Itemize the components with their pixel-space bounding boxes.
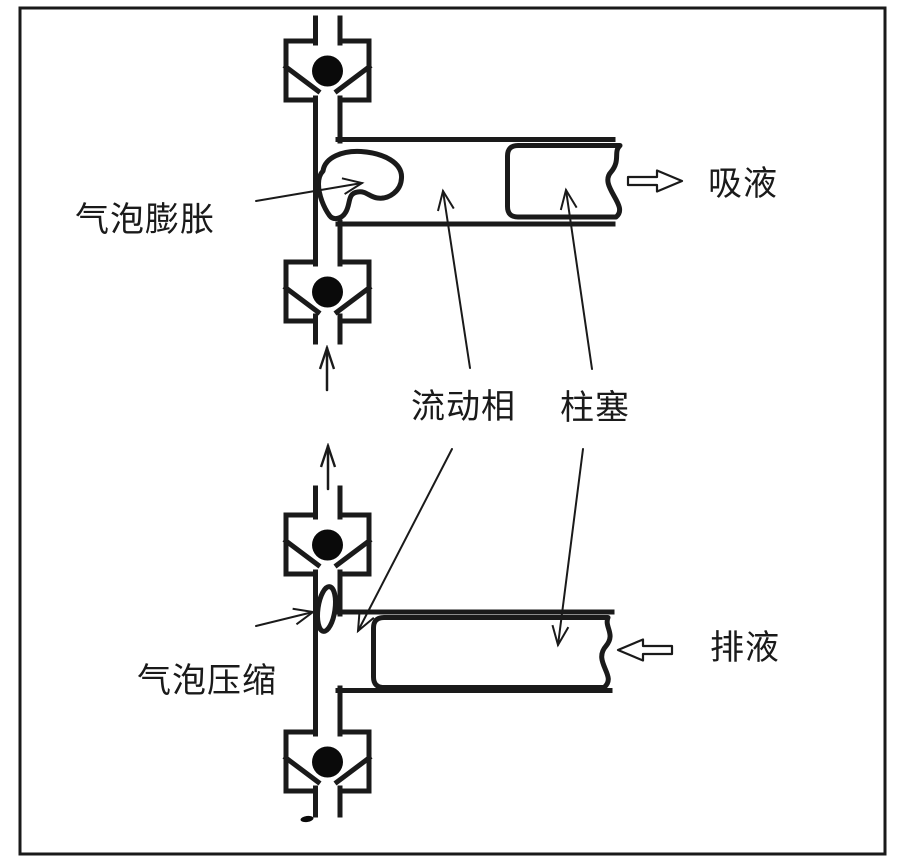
ink-smudge bbox=[300, 815, 314, 823]
check-valve-outlet-top bbox=[286, 41, 369, 100]
pipe-lines-top bbox=[313, 15, 343, 345]
chamber-walls-top bbox=[335, 137, 616, 227]
leader-bubble-compression bbox=[255, 607, 316, 627]
plunger-shape-top bbox=[505, 143, 623, 220]
plunger-label: 柱塞 bbox=[560, 389, 630, 427]
leader-plunger-top bbox=[559, 187, 593, 370]
check-valve-inlet-bottom bbox=[286, 732, 369, 791]
leader-bubble-expansion bbox=[255, 177, 365, 202]
suction-label: 吸液 bbox=[708, 165, 778, 203]
discharge-label: 排液 bbox=[710, 629, 780, 667]
leader-mobile-phase-top bbox=[436, 188, 471, 369]
leader-mobile-phase-bottom bbox=[356, 448, 453, 634]
compressed-bubble-shape bbox=[315, 584, 338, 634]
mobile-phase-label: 流动相 bbox=[411, 388, 516, 426]
leader-plunger-bottom bbox=[551, 448, 584, 648]
expanding-bubble-shape bbox=[316, 148, 404, 222]
chamber-walls-bottom bbox=[335, 609, 615, 693]
plunger-shape-bottom bbox=[371, 615, 613, 690]
suction-arrow-icon bbox=[626, 169, 684, 193]
suction-stroke-diagram bbox=[255, 15, 684, 392]
discharge-arrow-icon bbox=[616, 638, 674, 662]
discharge-stroke-diagram bbox=[255, 446, 674, 823]
bubble-compression-label: 气泡压缩 bbox=[137, 662, 277, 700]
bubble-expansion-label: 气泡膨胀 bbox=[75, 201, 215, 239]
check-valve-inlet-top bbox=[286, 262, 369, 321]
check-valve-outlet-bottom bbox=[286, 515, 369, 574]
figure-border bbox=[18, 6, 887, 856]
pipe-lines-bottom bbox=[313, 485, 343, 818]
